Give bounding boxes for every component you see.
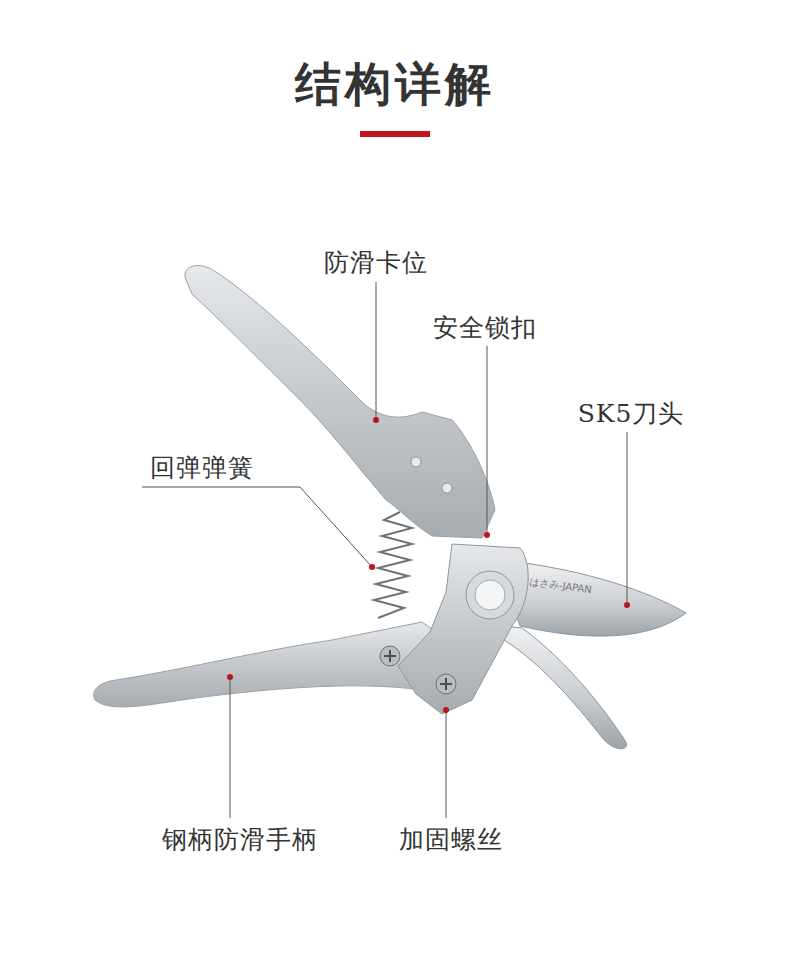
rivet — [442, 483, 452, 493]
part-label: 回弹弹簧 — [150, 451, 254, 484]
part-label: SK5刀头 — [578, 397, 685, 430]
part-label: 安全锁扣 — [433, 311, 537, 344]
leader-dots — [227, 417, 630, 713]
screw — [436, 674, 456, 694]
upper-handle — [185, 266, 495, 538]
lower-handle — [94, 622, 452, 707]
part-label: 防滑卡位 — [324, 246, 428, 279]
spring — [374, 512, 412, 618]
rivet — [411, 457, 421, 467]
page-title: 结构详解 — [295, 54, 495, 116]
pivot-bolt — [475, 580, 505, 610]
title-underline — [360, 131, 430, 137]
part-label: 加固螺丝 — [399, 823, 503, 856]
pivot-bolt — [466, 571, 514, 619]
part-label: 钢柄防滑手柄 — [162, 823, 318, 856]
leader-lines — [142, 282, 627, 818]
pivot-plate — [398, 544, 528, 714]
screw — [380, 646, 400, 666]
